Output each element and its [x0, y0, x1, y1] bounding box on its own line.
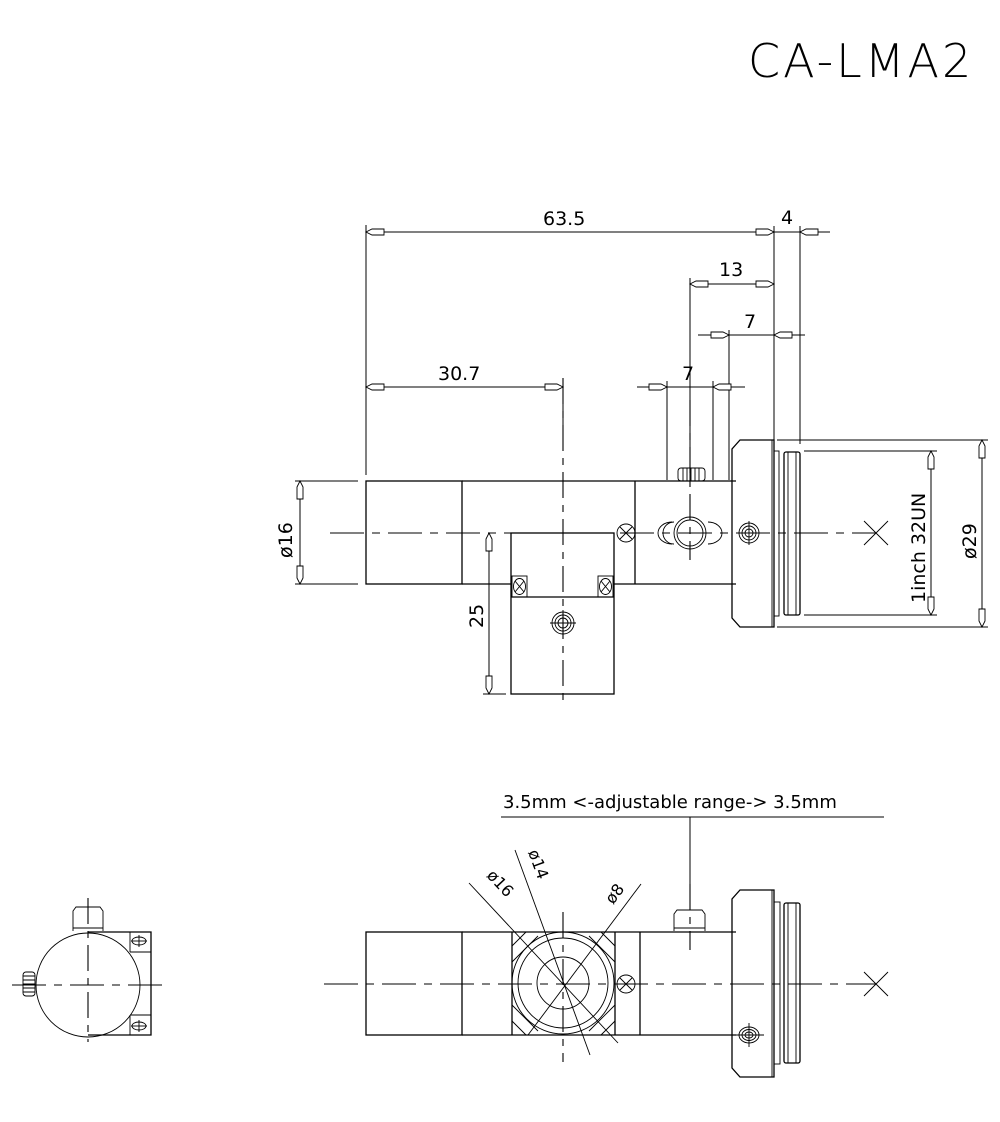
- dim-7-upper: 7: [744, 311, 756, 333]
- dimension-25: 25: [466, 532, 506, 695]
- dim-d29: ø29: [959, 523, 981, 559]
- dimension-flange: 4: [773, 207, 830, 444]
- side-view: 3.5mm <-adjustable range-> 3.5mm ø16 ø14…: [324, 792, 889, 1078]
- label-d8: ø8: [601, 880, 628, 907]
- dim-4: 4: [781, 207, 793, 229]
- dimension-13: 13: [689, 259, 775, 480]
- dim-thread: 1inch 32UN: [908, 493, 930, 603]
- dim-30-7: 30.7: [438, 363, 480, 385]
- dimension-30-7: 30.7: [365, 363, 564, 440]
- dim-7-lower: 7: [682, 363, 694, 385]
- dimension-body-diameter: ø16: [275, 480, 358, 585]
- dim-25: 25: [466, 604, 488, 628]
- label-d16: ø16: [483, 866, 517, 901]
- dim-13: 13: [719, 259, 743, 281]
- dimension-outer-diameter: ø29: [777, 439, 988, 628]
- dimension-7-upper: 7: [698, 311, 805, 480]
- dimension-thread: 1inch 32UN: [804, 450, 937, 616]
- top-view: 63.5 4 13 7: [275, 207, 988, 706]
- drawing-title: CA-LMA2: [748, 34, 974, 88]
- dim-63-5: 63.5: [543, 208, 585, 230]
- label-d14: ø14: [524, 847, 552, 882]
- dimension-7-lower: 7: [637, 363, 745, 480]
- dim-d16: ø16: [275, 522, 297, 558]
- top-body: [330, 378, 889, 706]
- dimension-overall-length: 63.5: [365, 208, 800, 475]
- end-view: [12, 898, 165, 1042]
- adjustable-range-note: 3.5mm <-adjustable range-> 3.5mm: [503, 792, 837, 813]
